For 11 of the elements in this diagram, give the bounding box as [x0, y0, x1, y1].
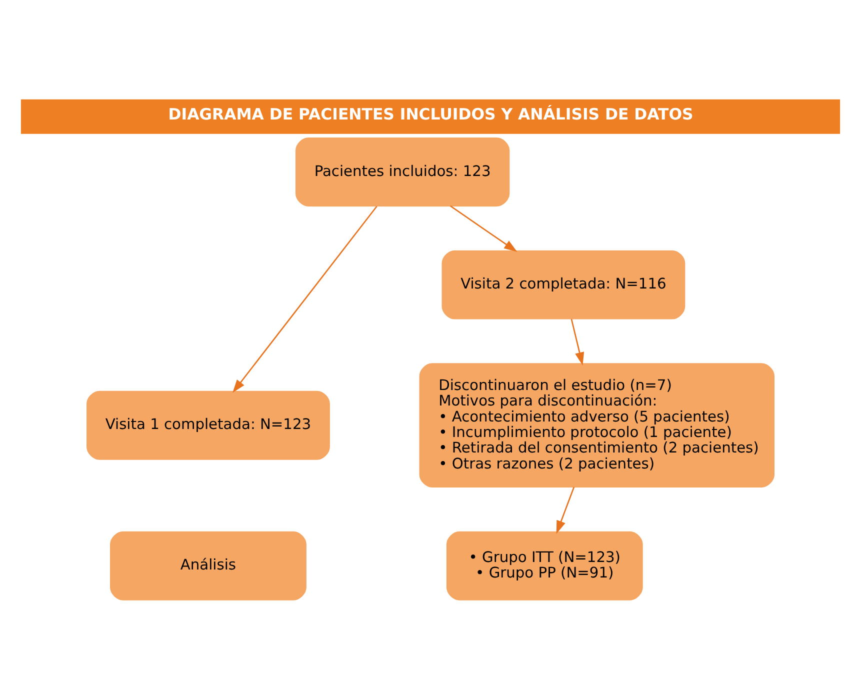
- node-box: Visita 2 completada: N=116: [442, 250, 686, 320]
- node-box: • Grupo ITT (N=123) • Grupo PP (N=91): [446, 531, 643, 600]
- node-box: Análisis: [110, 531, 306, 600]
- arrow: [450, 205, 518, 252]
- node-box: Pacientes incluidos: 123: [295, 138, 510, 206]
- arrow: [232, 206, 378, 393]
- node-box: Visita 1 completada: N=123: [86, 390, 330, 460]
- diagram-title: DIAGRAMA DE PACIENTES INCLUIDOS Y ANÁLISIS DE DATOS: [168, 104, 694, 124]
- arrow: [570, 318, 584, 366]
- arrow: [556, 486, 575, 534]
- node-box: Discontinuaron el estudio (n=7) Motivos para discontinuación: • Acontecimiento adverso (5 pacientes) • Incumplimiento protocolo (1 paciente) • Retirada del consentimiento (2 pacientes) • Otras razones (2 pacientes): [419, 363, 774, 488]
